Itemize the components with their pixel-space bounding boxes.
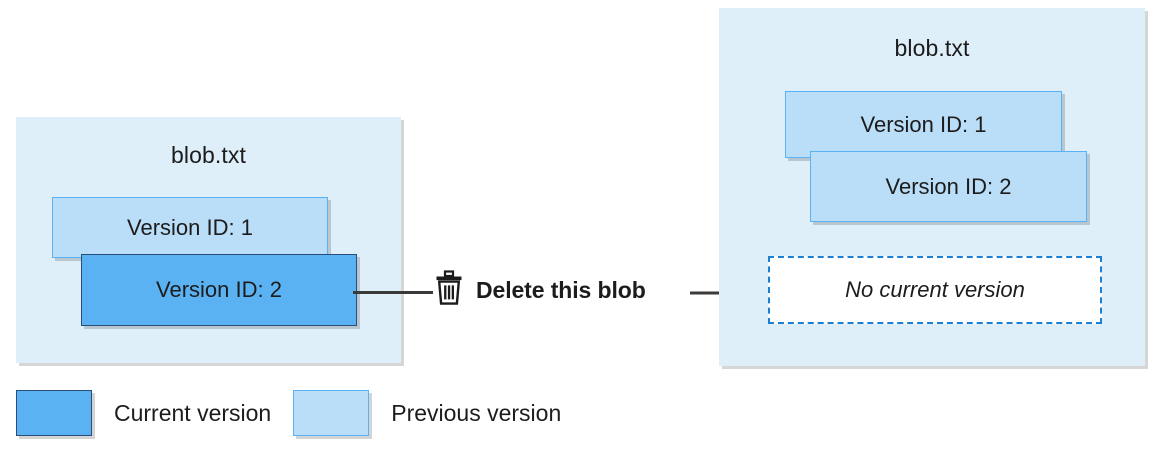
version-box-after-2: Version ID: 2 — [810, 151, 1087, 222]
version-label: Version ID: 2 — [885, 173, 1012, 199]
version-label: Version ID: 2 — [156, 277, 282, 302]
blob-name-before: blob.txt — [171, 142, 246, 168]
version-label: Version ID: 1 — [860, 111, 987, 137]
legend-label-previous: Previous version — [391, 399, 562, 426]
blob-name-after: blob.txt — [894, 35, 970, 61]
version-box-before-2-current: Version ID: 2 — [81, 254, 357, 326]
no-current-version-box: No current version — [768, 256, 1102, 324]
legend-swatch-current — [16, 390, 92, 436]
blob-panel-before: blob.txt Version ID: 1 Version ID: 2 — [16, 117, 401, 363]
legend-label-current: Current version — [114, 399, 272, 426]
version-box-after-1: Version ID: 1 — [785, 91, 1062, 158]
delete-action-label: Delete this blob — [476, 277, 646, 303]
legend-swatch-previous — [293, 390, 370, 436]
version-box-before-1: Version ID: 1 — [52, 197, 328, 258]
legend-item-current-version: Current version — [16, 390, 271, 436]
delete-action-group: Delete this blob — [434, 270, 646, 311]
connector-line — [353, 291, 433, 294]
no-current-version-label: No current version — [845, 277, 1025, 302]
trash-icon — [434, 270, 464, 311]
version-label: Version ID: 1 — [127, 214, 253, 240]
legend-item-previous-version: Previous version — [293, 390, 561, 436]
legend: Current version Previous version — [16, 390, 561, 436]
blob-panel-after: blob.txt Version ID: 1 Version ID: 2 No … — [719, 8, 1145, 366]
